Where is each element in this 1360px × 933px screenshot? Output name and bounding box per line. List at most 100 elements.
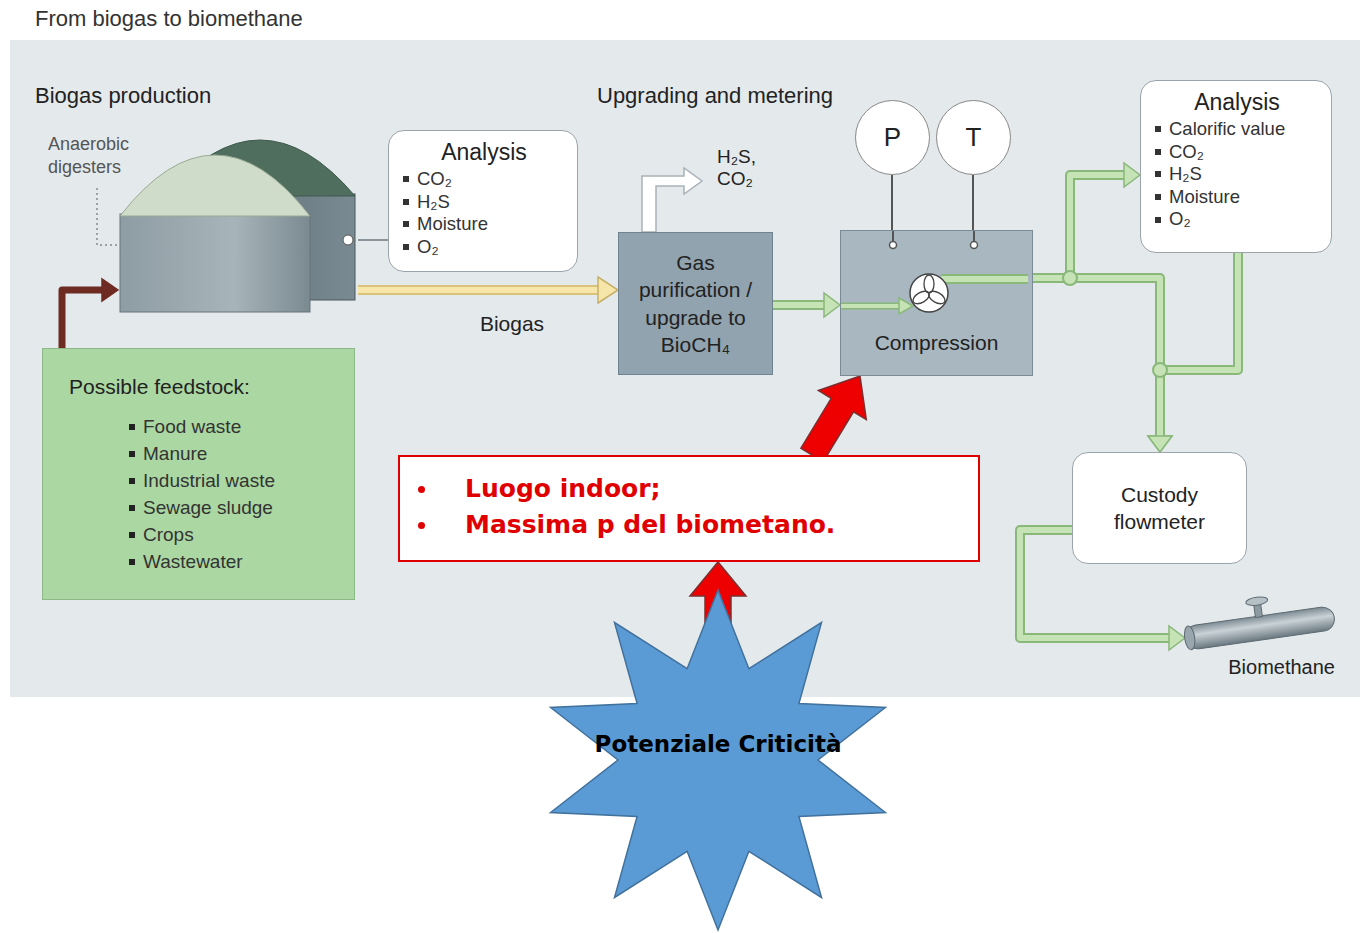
arrow-head [1169,626,1185,650]
tank-port [343,235,353,245]
list-row: CO₂ [1155,141,1319,164]
box-text: Custody flowmeter [1091,481,1228,536]
background-panel [10,40,1360,697]
list-row: Manure [69,440,332,467]
list-row: Industrial waste [69,467,332,494]
list-item: Moisture [417,213,488,236]
connector-line [1033,278,1160,439]
tank-dome [120,155,310,216]
pipe-end [1183,625,1196,650]
connector-line [773,302,827,308]
digester-label: Anaerobic digesters [48,133,156,180]
connector [62,279,118,348]
valve-wheel [1245,596,1268,607]
connector-line [891,175,893,230]
list-row: O₂ [1155,208,1319,231]
list-item: Manure [143,440,207,467]
connector [801,376,866,462]
connector [1033,278,1172,452]
box-text: Compression [841,331,1032,355]
box-text: T [966,122,982,153]
connector [973,175,974,230]
list-row: H₂S [1155,163,1319,186]
edge-label: Biogas [480,312,544,336]
pump-blade [911,289,932,307]
bullet-square [129,424,135,430]
process-box: Compression [840,230,1033,376]
feedstock-box: Possible feedstock: Food wasteManureIndus… [42,348,355,600]
arrow-head [1124,163,1140,187]
connector [1033,163,1140,278]
pipe-label: Biomethane [1228,656,1335,679]
list-row: Food waste [69,413,332,440]
pipe-illustration [1185,592,1335,652]
warning-star: Potenziale Criticità [540,650,896,930]
list-item: O₂ [417,236,439,259]
list-item: H₂S [417,191,450,214]
arrow-head [598,277,618,303]
digester-illustration [118,130,358,315]
list-item: Moisture [1169,186,1240,209]
block-arrow [801,376,866,462]
bullet-square [129,478,135,484]
gauge-port [971,242,978,249]
list-row: O₂ [403,236,565,259]
list-row: Moisture [403,213,565,236]
connector [892,175,893,230]
digester-tanks: Anaerobic digesters [118,130,358,315]
list-item: O₂ [1169,208,1191,231]
callout-box: Luogo indoor;Massima p del biometano. [398,455,980,562]
pipe-inner [841,303,901,310]
diagram-title: From biogas to biomethane [35,6,303,32]
list-item: CO₂ [1169,141,1204,164]
list-row: CO₂ [403,168,565,191]
list-row: Crops [69,521,332,548]
junction-dot [1153,363,1167,377]
box-text: P [884,122,901,153]
callout-row: Luogo indoor; [418,471,960,507]
bullet-square [1155,149,1161,155]
list-row: H₂S [403,191,565,214]
list-row: Sewage sludge [69,494,332,521]
star-outline [551,590,886,930]
pipe-inner [841,304,901,308]
compressor-illustration [841,231,1028,377]
arrow-head [824,293,840,317]
bullet-square [1155,217,1161,223]
bullet-square [1155,171,1161,177]
bullet-square [129,559,135,565]
box-heading: Possible feedstock: [69,375,332,399]
arrow-head [102,279,118,301]
pipe-inner [941,274,1028,284]
list-item: Wastewater [143,548,243,575]
list-item: Sewage sludge [143,494,273,521]
pump-blade [927,289,948,307]
tank-body [120,214,310,312]
gauge-port [890,242,897,249]
connector-line [1033,175,1127,278]
bullet-dot [418,522,425,529]
arrow-head [1148,436,1172,452]
bullet-square [403,199,409,205]
section-heading: Biogas production [35,83,211,109]
bullet-square [1155,126,1161,132]
analysis-box: AnalysisCalorific valueCO₂H₂SMoistureO₂ [1140,80,1332,253]
exhaust-label: H₂S, CO₂ [717,146,773,190]
list-item: Industrial waste [143,467,275,494]
connector-line [358,285,602,295]
bullet-square [403,221,409,227]
connector-line [1160,253,1238,439]
arrow-head [1148,436,1172,452]
connector [1148,253,1238,452]
list-row: Wastewater [69,548,332,575]
connector-line [1160,253,1238,439]
section-heading: Upgrading and metering [597,83,833,109]
bullet-square [129,532,135,538]
leader-line [97,188,118,245]
exhaust-arrow [642,168,702,232]
flowmeter-box: Custody flowmeter [1072,452,1247,564]
box-heading: Analysis [403,139,565,166]
connector [358,240,388,241]
star-shape [540,585,896,930]
bullet-square [129,451,135,457]
